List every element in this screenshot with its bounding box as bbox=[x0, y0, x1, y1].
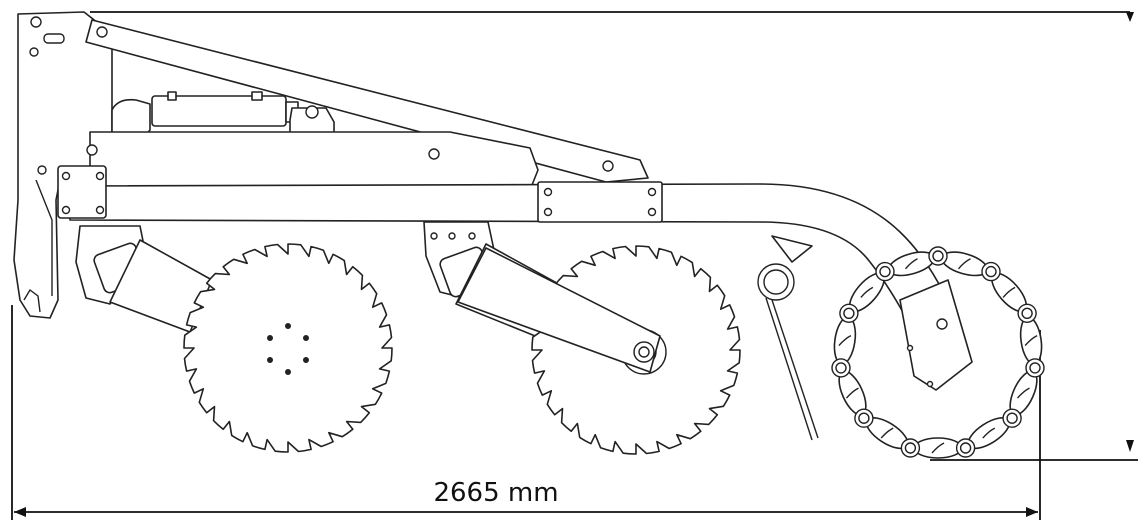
roller-bar bbox=[833, 316, 857, 365]
toothed-disc-icon bbox=[183, 243, 393, 453]
length-arrow-left-icon bbox=[14, 507, 26, 517]
roller-ring-node-inner bbox=[1021, 307, 1033, 319]
disc-bolt-circle bbox=[267, 323, 309, 375]
spring-tine bbox=[757, 235, 819, 441]
bottom-arrow-icon bbox=[1126, 440, 1134, 452]
roller-ring-node-inner bbox=[843, 307, 855, 319]
top-arrow-icon bbox=[1126, 12, 1134, 22]
roller-ring-node-inner bbox=[1029, 362, 1041, 374]
hitch-frame bbox=[13, 11, 113, 319]
roller-bar-detail bbox=[1024, 334, 1038, 347]
roller-bar-detail bbox=[904, 258, 918, 270]
cage-roller bbox=[831, 246, 1045, 459]
roller-bar-detail bbox=[860, 286, 874, 298]
roller-ring-node-inner bbox=[1006, 412, 1018, 424]
roller-ring-node-inner bbox=[932, 250, 944, 262]
roller-ring-node-inner bbox=[879, 265, 891, 278]
top-link-arm bbox=[85, 19, 649, 183]
roller-bar bbox=[1019, 316, 1043, 365]
roller-arm bbox=[899, 279, 973, 391]
roller-bar-detail bbox=[1002, 286, 1016, 298]
roller-ring-node-inner bbox=[959, 442, 972, 454]
roller-ring-node-inner bbox=[904, 442, 917, 454]
length-dimension-label: 2665 mm bbox=[433, 478, 558, 508]
roller-bar bbox=[913, 437, 963, 459]
roller-bar-detail bbox=[931, 442, 945, 454]
length-arrow-right-icon bbox=[1026, 507, 1038, 517]
front-toothed-disc bbox=[183, 243, 393, 453]
rear-arm-overlay bbox=[457, 247, 661, 373]
roller-bar-detail bbox=[880, 427, 894, 439]
roller-bar-detail bbox=[957, 258, 971, 270]
roller-ring-node-inner bbox=[858, 412, 870, 424]
roller-bar-detail bbox=[1016, 387, 1030, 399]
roller-bar-detail bbox=[838, 334, 852, 347]
roller-bar-detail bbox=[845, 387, 859, 399]
front-disc-arm bbox=[75, 225, 213, 333]
roller-ring-node-inner bbox=[835, 362, 847, 374]
roller-ring-node-inner bbox=[985, 265, 997, 278]
upper-link bbox=[86, 131, 539, 191]
roller-bar-detail bbox=[982, 427, 996, 439]
